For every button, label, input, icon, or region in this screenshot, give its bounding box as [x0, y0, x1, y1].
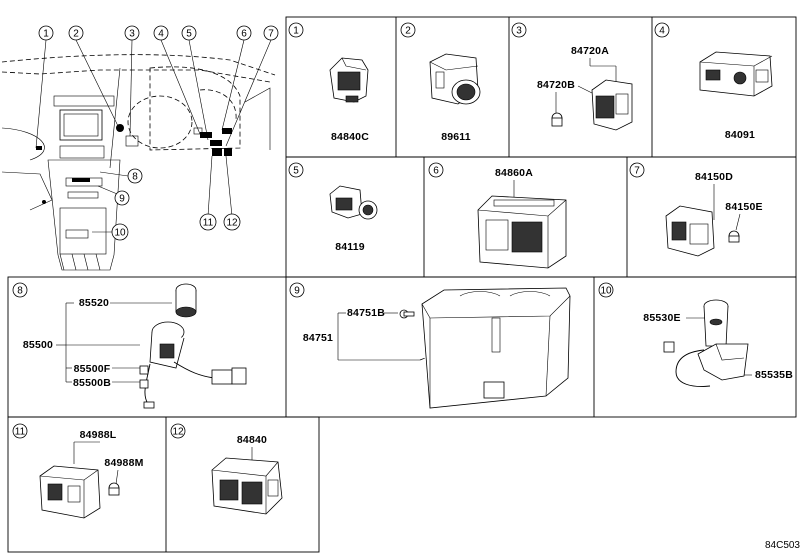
panel-number: 3	[516, 26, 522, 37]
panel-number: 11	[15, 427, 26, 438]
part-number: 84860A	[495, 167, 533, 179]
panel-number: 9	[294, 286, 300, 297]
svg-text:9: 9	[119, 194, 125, 205]
dashboard-overview: 1 2 3 4 5 6 7 8 9 10 11 12	[1, 25, 279, 271]
overview-callout-9: 9	[114, 190, 130, 206]
part-number: 85500	[23, 339, 53, 351]
part-number: 84988M	[104, 457, 143, 469]
power-outlet-image	[663, 299, 749, 387]
panel-11: 11 84988L 84988M	[12, 423, 143, 519]
panel-grid	[7, 16, 797, 553]
panel-number: 1	[293, 26, 299, 37]
part-number: 84720B	[537, 79, 575, 91]
svg-text:5: 5	[186, 29, 192, 40]
overview-callout-3: 3	[124, 25, 140, 41]
part-number: 85535B	[755, 369, 793, 381]
panel-12: 12 84840	[170, 423, 283, 515]
panel-1: 1 84840C	[288, 22, 369, 143]
svg-text:3: 3	[129, 29, 135, 40]
overview-callout-6: 6	[236, 25, 252, 41]
svg-text:8: 8	[132, 172, 138, 183]
svg-text:2: 2	[73, 29, 79, 40]
overview-callout-11: 11	[199, 213, 217, 231]
dial-switch-image	[329, 185, 378, 220]
switch-pair-image	[551, 79, 633, 131]
part-number: 84150E	[725, 201, 762, 213]
panel-number: 5	[293, 166, 299, 177]
control-unit-image	[399, 287, 571, 409]
diagram-code: 84C503	[765, 540, 800, 551]
overview-callout-5: 5	[181, 25, 197, 41]
overview-callout-1: 1	[38, 25, 54, 41]
push-start-button-image	[429, 53, 481, 105]
part-number: 84150D	[695, 171, 733, 183]
part-number: 85500F	[74, 363, 111, 375]
svg-text:10: 10	[114, 228, 126, 239]
part-number: 84091	[725, 129, 755, 141]
panel-5: 5 84119	[288, 162, 378, 253]
overview-callout-7: 7	[263, 25, 279, 41]
part-number: 85500B	[73, 377, 111, 389]
switch-image	[665, 205, 740, 257]
svg-text:4: 4	[158, 29, 164, 40]
panel-number: 8	[17, 286, 23, 297]
panel-10: 10 85530E 85535B	[598, 282, 793, 387]
part-number: 84720A	[571, 45, 609, 57]
part-number: 84751B	[347, 307, 385, 319]
panel-7: 7 84150D 84150E	[629, 162, 763, 257]
panel-2: 2 89611	[400, 22, 481, 143]
part-number: 89611	[441, 131, 471, 143]
part-number: 84840	[237, 434, 267, 446]
panel-number: 10	[600, 286, 612, 297]
switch-module-image	[211, 457, 283, 515]
panel-number: 6	[433, 166, 439, 177]
svg-text:7: 7	[268, 29, 274, 40]
panel-number: 12	[172, 427, 184, 438]
switch-panel-image	[699, 51, 773, 97]
panel-6: 6 84860A	[428, 162, 567, 269]
panel-9: 9 84751B 84751	[289, 282, 571, 409]
panel-number: 2	[405, 26, 411, 37]
panel-number: 4	[659, 26, 665, 37]
part-number: 84751	[303, 332, 333, 344]
overview-callout-2: 2	[68, 25, 84, 41]
panel-8: 8 85520 85500 85500F 85500B	[12, 282, 247, 409]
switch-part-image	[329, 57, 369, 103]
panel-3: 3 84720A 84720B	[511, 22, 633, 131]
panel-4: 4 84091	[654, 22, 773, 141]
svg-text:11: 11	[203, 218, 214, 229]
part-number: 85530E	[643, 312, 680, 324]
overview-callout-4: 4	[153, 25, 169, 41]
overview-callout-8: 8	[127, 168, 143, 184]
overview-callout-10: 10	[111, 223, 129, 241]
panel-number: 7	[634, 166, 640, 177]
part-number: 84840C	[331, 131, 369, 143]
switch-block-image	[477, 195, 567, 269]
part-number: 84119	[335, 241, 365, 253]
switch-image	[39, 465, 120, 519]
overview-callout-12: 12	[223, 213, 241, 231]
svg-text:12: 12	[226, 218, 238, 229]
part-number: 84988L	[80, 429, 117, 441]
svg-text:1: 1	[43, 29, 49, 40]
part-number: 85520	[79, 297, 109, 309]
cigarette-lighter-image	[139, 283, 247, 409]
svg-text:6: 6	[241, 29, 247, 40]
